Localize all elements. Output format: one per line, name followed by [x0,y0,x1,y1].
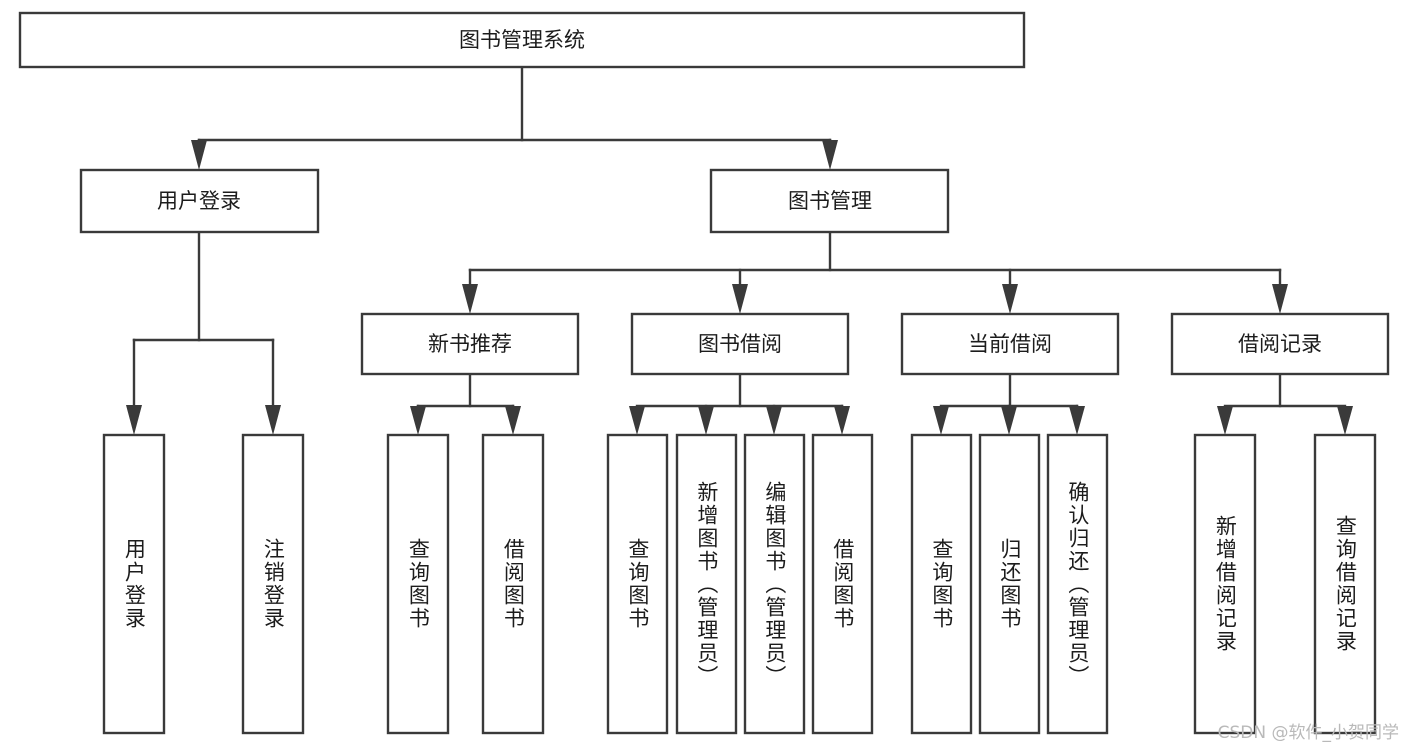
node-user-login[interactable]: 用户登录 [79,168,320,234]
leaf-query-book-1-rect[interactable] [386,433,450,735]
connector-layer [126,65,1353,435]
leaf-confirm-return-rect[interactable] [1046,433,1109,735]
arrow-to-leaf-user-logout [265,405,281,435]
node-current-borrow-rect[interactable] [900,312,1120,376]
arrow-to-leaf-confirm-return [1069,406,1085,435]
node-root[interactable]: 图书管理系统 [18,11,1026,69]
leaf-rect-layer [102,433,1377,735]
arrow-to-leaf-query-book-1 [410,406,426,435]
leaf-add-record-rect[interactable] [1193,433,1257,735]
node-user-login-label: 用户登录 [157,189,241,213]
node-borrow-record[interactable]: 借阅记录 [1170,312,1390,376]
arrow-to-book-borrow [732,284,748,314]
node-current-borrow[interactable]: 当前借阅 [900,312,1120,376]
arrow-to-leaf-borrow-book-1 [505,406,521,435]
arrow-to-current-borrow [1002,284,1018,314]
arrow-to-leaf-borrow-book-2 [834,406,850,435]
node-user-login-rect[interactable] [79,168,320,234]
arrow-to-leaf-query-book-2 [629,406,645,435]
arrow-to-leaf-return-book [1001,406,1017,435]
leaf-borrow-book-1-rect[interactable] [481,433,545,735]
arrow-to-leaf-query-record [1337,406,1353,435]
arrow-to-leaf-user-login [126,405,142,435]
leaf-return-book-rect[interactable] [978,433,1041,735]
leaf-user-login-rect[interactable] [102,433,166,735]
node-book-borrow-label: 图书借阅 [698,332,782,356]
node-book-manage-rect[interactable] [709,168,950,234]
leaf-add-book-rect[interactable] [675,433,738,735]
arrow-to-borrow-record [1272,284,1288,314]
leaf-edit-book-rect[interactable] [743,433,806,735]
arrow-root-to-book-manage [822,140,838,170]
leaf-borrow-book-2-rect[interactable] [811,433,874,735]
node-new-book-recommend[interactable]: 新书推荐 [360,312,580,376]
node-borrow-record-label: 借阅记录 [1238,332,1322,356]
leaf-query-record-rect[interactable] [1313,433,1377,735]
arrow-to-new-book-recommend [462,284,478,314]
leaf-query-book-2-rect[interactable] [606,433,669,735]
arrow-to-leaf-query-book-3 [933,406,949,435]
node-book-manage[interactable]: 图书管理 [709,168,950,234]
node-book-borrow[interactable]: 图书借阅 [630,312,850,376]
arrow-to-leaf-add-book [698,406,714,435]
arrow-root-to-user-login [191,140,207,170]
node-current-borrow-label: 当前借阅 [968,332,1052,356]
node-book-manage-label: 图书管理 [788,189,872,213]
csdn-watermark: CSDN @软件_小贺同学 [1217,723,1399,743]
node-new-book-recommend-label: 新书推荐 [428,332,512,356]
leaf-query-book-3-rect[interactable] [910,433,973,735]
node-root-label: 图书管理系统 [459,28,585,52]
node-new-book-recommend-rect[interactable] [360,312,580,376]
node-borrow-record-rect[interactable] [1170,312,1390,376]
node-root-rect[interactable] [18,11,1026,69]
arrow-to-leaf-add-record [1217,406,1233,435]
leaf-user-logout-rect[interactable] [241,433,305,735]
arrow-to-leaf-edit-book [766,406,782,435]
node-book-borrow-rect[interactable] [630,312,850,376]
